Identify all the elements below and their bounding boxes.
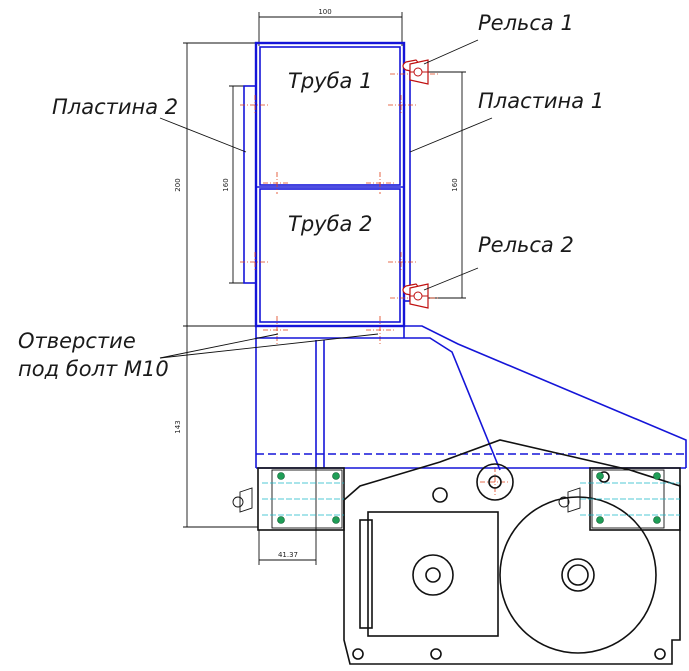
lower-bracket <box>255 325 687 471</box>
plate2-label: Пластина 2 <box>52 95 178 119</box>
carriage-right <box>558 467 681 531</box>
center-marks <box>240 73 510 497</box>
carriage-left <box>232 467 345 531</box>
dim-height-right-plate: 160 <box>451 178 459 191</box>
dim-height-lower: 143 <box>174 420 182 433</box>
plate1-label: Пластина 1 <box>478 89 604 113</box>
tube1-label: Труба 1 <box>288 69 372 93</box>
dim-width-top: 100 <box>318 8 331 16</box>
dim-height-left-plate: 160 <box>222 178 230 191</box>
rail2-label: Рельса 2 <box>478 233 574 257</box>
tube2-label: Труба 2 <box>288 212 372 236</box>
dim-height-total: 200 <box>174 178 182 191</box>
hole-label-line2: под болт М10 <box>18 357 169 381</box>
drive-assembly <box>343 439 681 665</box>
dim-offset-bottom: 41.37 <box>278 551 298 559</box>
rail-2 <box>402 283 429 309</box>
leader-lines <box>159 39 493 359</box>
rail-1 <box>402 59 429 85</box>
hole-label-line1: Отверстие <box>18 329 136 353</box>
rail1-label: Рельса 1 <box>478 11 574 35</box>
